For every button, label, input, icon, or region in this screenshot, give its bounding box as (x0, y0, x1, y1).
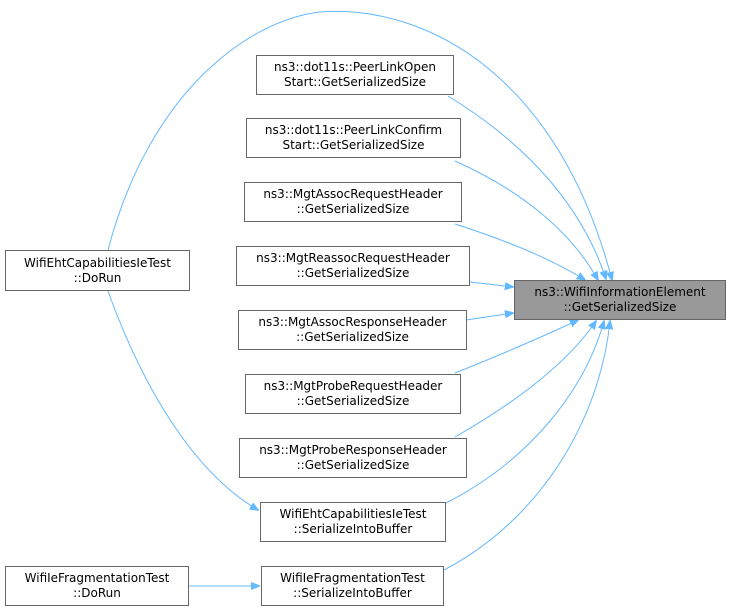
root-label-line2: ::DoRun (73, 270, 122, 285)
edge-proberesponse-to-target (454, 321, 596, 438)
caller-label-line1: ns3::dot11s::PeerLinkOpen (274, 60, 436, 74)
root-label-line2: ::DoRun (73, 586, 121, 600)
caller-label-line2: ::GetSerializedSize (296, 458, 410, 472)
caller-node-proberequest[interactable]: ns3::MgtProbeRequestHeader ::GetSerializ… (245, 374, 461, 414)
caller-label-line1: ns3::dot11s::PeerLinkConfirm (264, 123, 443, 137)
caller-label-line2: ::GetSerializedSize (296, 330, 409, 344)
root-label-line1: WifiEhtCapabilitiesIeTest (24, 255, 171, 270)
target-label-line1: ns3::WifiInformationElement (534, 285, 706, 299)
edge-peerlinkconfirm-to-target (454, 160, 598, 280)
edge-assocresponse-to-target (465, 313, 513, 321)
edge-assocrequest-to-target (454, 223, 585, 280)
edge-reassocrequest-to-target (469, 281, 513, 287)
edge-frag-serialize-to-target (443, 321, 610, 571)
caller-label-line2: ::GetSerializedSize (296, 394, 410, 408)
caller-label-line2: ::SerializeIntoBuffer (293, 586, 412, 600)
caller-node-proberesponse[interactable]: ns3::MgtProbeResponseHeader ::GetSeriali… (239, 438, 467, 478)
caller-label-line2: Start::GetSerializedSize (283, 75, 426, 89)
caller-node-assocrequest[interactable]: ns3::MgtAssocRequestHeader ::GetSerializ… (244, 182, 462, 222)
caller-node-peerlinkopen[interactable]: ns3::dot11s::PeerLinkOpen Start::GetSeri… (256, 55, 454, 95)
caller-label-line2: Start::GetSerializedSize (282, 138, 425, 152)
caller-label-line1: ns3::MgtProbeRequestHeader (263, 379, 443, 393)
caller-label-line2: ::GetSerializedSize (296, 202, 410, 216)
caller-label-line2: ::GetSerializedSize (296, 266, 410, 280)
root-node-eht-dorun[interactable]: WifiEhtCapabilitiesIeTest ::DoRun (5, 250, 190, 291)
caller-label-line1: ns3::MgtReassocRequestHeader (256, 251, 450, 265)
edge-proberequest-to-target (454, 320, 578, 374)
caller-label-line1: ns3::MgtAssocResponseHeader (258, 315, 447, 329)
target-label-line2: ::GetSerializedSize (563, 300, 677, 314)
caller-label-line2: ::SerializeIntoBuffer (293, 522, 413, 536)
edge-eht-dorun-to-target (107, 10, 612, 280)
caller-node-assocresponse[interactable]: ns3::MgtAssocResponseHeader ::GetSeriali… (238, 310, 467, 350)
root-label-line1: WifiIeFragmentationTest (24, 571, 170, 585)
caller-node-eht-serialize[interactable]: WifiEhtCapabilitiesIeTest ::SerializeInt… (260, 502, 446, 542)
caller-label-line1: WifiEhtCapabilitiesIeTest (279, 507, 427, 521)
edge-eht-dorun-to-serialize (107, 290, 258, 510)
edge-eht-serialize-to-target (445, 321, 604, 504)
root-node-frag-dorun[interactable]: WifiIeFragmentationTest ::DoRun (5, 566, 189, 606)
caller-node-reassocrequest[interactable]: ns3::MgtReassocRequestHeader ::GetSerial… (236, 246, 470, 286)
caller-label-line1: WifiIeFragmentationTest (280, 571, 425, 585)
caller-label-line1: ns3::MgtAssocRequestHeader (263, 187, 443, 201)
edge-peerlinkopen-to-target (447, 95, 606, 279)
caller-node-peerlinkconfirm[interactable]: ns3::dot11s::PeerLinkConfirm Start::GetS… (246, 118, 461, 158)
caller-node-frag-serialize[interactable]: WifiIeFragmentationTest ::SerializeIntoB… (261, 566, 444, 606)
target-node[interactable]: ns3::WifiInformationElement ::GetSeriali… (514, 280, 726, 320)
caller-label-line1: ns3::MgtProbeResponseHeader (259, 443, 447, 457)
